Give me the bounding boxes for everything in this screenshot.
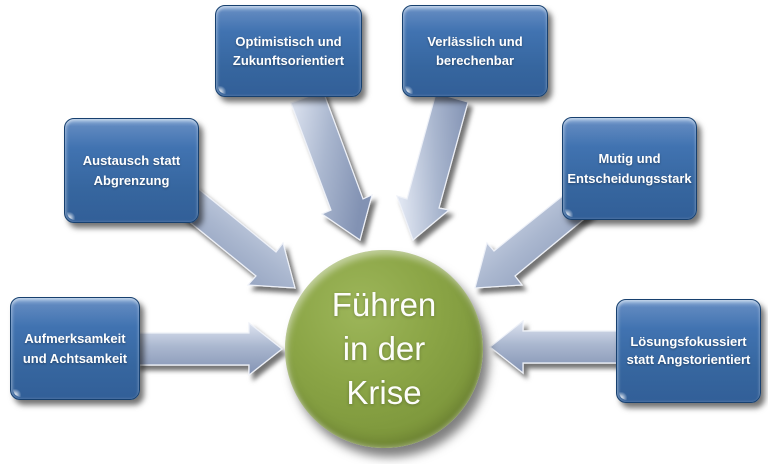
arrow-aufmerksamkeit-to-center — [135, 321, 283, 377]
node-loesungsfokussiert: Lösungsfokussiert statt Angstorientiert — [616, 299, 761, 403]
arrow-optimistisch-to-center — [290, 90, 373, 241]
node-mutig: Mutig und Entscheidungsstark — [562, 117, 697, 220]
arrow-loesungsfokussiert-to-center — [489, 319, 621, 375]
node-optimistisch: Optimistisch und Zukunftsorientiert — [215, 5, 362, 97]
node-aufmerksamkeit: Aufmerksamkeit und Achtsamkeit — [10, 297, 140, 400]
arrow-verlaesslich-to-center — [396, 92, 469, 242]
center-label-line-1: Führen — [331, 286, 437, 324]
node-loesungsfokussiert-label: Lösungsfokussiert statt Angstorientiert — [626, 333, 751, 367]
node-aufmerksamkeit-label: Aufmerksamkeit und Achtsamkeit — [22, 331, 128, 366]
node-austausch-label: Austausch statt Abgrenzung — [82, 153, 181, 188]
center-label-line-3: Krise — [346, 373, 422, 411]
center-label-line-2: in der — [342, 330, 426, 368]
node-verlaesslich: Verlässlich und berechenbar — [402, 5, 548, 97]
center-circle-fuehren-in-der-krise: Führen in der Krise — [285, 250, 483, 448]
node-verlaesslich-label: Verlässlich und berechenbar — [427, 33, 523, 69]
node-austausch: Austausch statt Abgrenzung — [64, 118, 199, 223]
node-mutig-label: Mutig und Entscheidungsstark — [567, 151, 692, 186]
node-optimistisch-label: Optimistisch und Zukunftsorientiert — [232, 33, 345, 69]
arrow-austausch-to-center — [174, 185, 296, 289]
